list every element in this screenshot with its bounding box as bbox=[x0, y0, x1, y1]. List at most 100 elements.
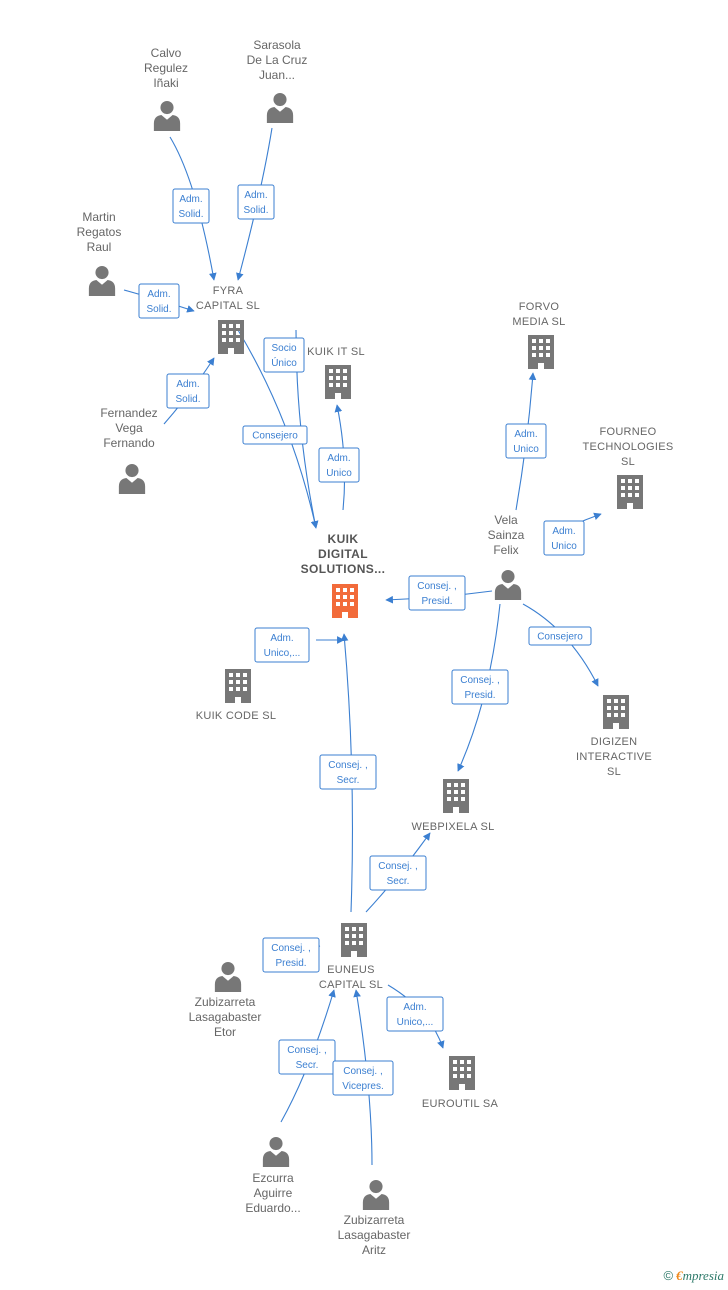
node-label[interactable]: Ezcurra bbox=[252, 1171, 294, 1185]
node-label[interactable]: CAPITAL SL bbox=[196, 300, 260, 312]
edge-label-box[interactable] bbox=[408, 575, 466, 611]
edge-label-box[interactable] bbox=[138, 283, 180, 319]
node-label[interactable]: Vega bbox=[115, 421, 143, 435]
company-icon[interactable] bbox=[325, 365, 351, 399]
node-label[interactable]: Felix bbox=[493, 543, 518, 557]
person-icon[interactable] bbox=[118, 463, 146, 494]
node-label[interactable]: SL bbox=[607, 766, 621, 778]
node-euroutil[interactable]: EUROUTIL SA bbox=[422, 1056, 499, 1110]
main-company-icon[interactable] bbox=[332, 584, 358, 618]
node-label[interactable]: Fernandez bbox=[100, 406, 157, 420]
company-icon[interactable] bbox=[617, 475, 643, 509]
edge-label-box[interactable] bbox=[451, 669, 509, 705]
node-label[interactable]: KUIK CODE SL bbox=[196, 710, 277, 722]
person-icon[interactable] bbox=[362, 1179, 390, 1210]
node-label[interactable]: KUIK bbox=[328, 532, 359, 546]
person-icon[interactable] bbox=[266, 92, 294, 123]
person-icon[interactable] bbox=[262, 1136, 290, 1167]
company-icon[interactable] bbox=[225, 669, 251, 703]
node-label[interactable]: DIGIZEN bbox=[591, 736, 638, 748]
node-label[interactable]: INTERACTIVE bbox=[576, 751, 652, 763]
node-label[interactable]: Aritz bbox=[362, 1243, 386, 1257]
node-label[interactable]: MEDIA SL bbox=[512, 316, 565, 328]
edge-label-box[interactable] bbox=[528, 626, 592, 646]
node-label[interactable]: EUROUTIL SA bbox=[422, 1098, 499, 1110]
node-ezcurra[interactable]: EzcurraAguirreEduardo... bbox=[245, 1136, 301, 1215]
node-label[interactable]: Calvo bbox=[151, 46, 182, 60]
node-label[interactable]: Juan... bbox=[259, 68, 295, 82]
node-euneus[interactable]: EUNEUS CAPITAL SL bbox=[319, 923, 383, 991]
edge-label-box[interactable] bbox=[278, 1039, 336, 1075]
edge-label-box[interactable] bbox=[172, 188, 210, 224]
company-icon[interactable] bbox=[603, 695, 629, 729]
edge-label-box[interactable] bbox=[332, 1060, 394, 1096]
node-digizen[interactable]: DIGIZEN INTERACTIVE SL bbox=[576, 695, 652, 778]
node-label[interactable]: SOLUTIONS... bbox=[301, 562, 386, 576]
node-label[interactable]: EUNEUS bbox=[327, 964, 375, 976]
node-label[interactable]: Zubizarreta bbox=[195, 995, 256, 1009]
person-icon[interactable] bbox=[214, 961, 242, 992]
node-label[interactable]: Lasagabaster bbox=[338, 1228, 411, 1242]
node-label[interactable]: WEBPIXELA SL bbox=[411, 821, 494, 833]
edge-label-box[interactable] bbox=[318, 447, 360, 483]
node-fourneo[interactable]: FOURNEO TECHNOLOGIES SL bbox=[582, 426, 673, 509]
node-label[interactable]: Regulez bbox=[144, 61, 188, 75]
edge-label-box[interactable] bbox=[263, 337, 305, 373]
edge-label-box[interactable] bbox=[369, 855, 427, 891]
node-label[interactable]: FOURNEO bbox=[599, 426, 656, 438]
node-label[interactable]: De La Cruz bbox=[247, 53, 308, 67]
edge-label-box[interactable] bbox=[242, 425, 308, 445]
person-icon[interactable] bbox=[88, 265, 116, 296]
node-fyra[interactable]: FYRA CAPITAL SL bbox=[196, 285, 260, 354]
node-label[interactable]: Etor bbox=[214, 1025, 236, 1039]
company-icon[interactable] bbox=[218, 320, 244, 354]
node-forvo[interactable]: FORVO MEDIA SL bbox=[512, 301, 565, 369]
edge-label-box[interactable] bbox=[386, 996, 444, 1032]
person-icon[interactable] bbox=[494, 569, 522, 600]
edge-label-text: Secr. bbox=[387, 876, 410, 887]
edge-label-box[interactable] bbox=[237, 184, 275, 220]
node-kuikcode[interactable]: KUIK CODE SL bbox=[196, 669, 277, 722]
company-icon[interactable] bbox=[443, 779, 469, 813]
node-label[interactable]: DIGITAL bbox=[318, 547, 368, 561]
edge-label-box[interactable] bbox=[505, 423, 547, 459]
company-icon[interactable] bbox=[449, 1056, 475, 1090]
node-label[interactable]: Lasagabaster bbox=[189, 1010, 262, 1024]
node-kuikdigital[interactable]: KUIKDIGITALSOLUTIONS... bbox=[301, 532, 386, 618]
node-label[interactable]: Vela bbox=[494, 513, 518, 527]
edge-label-box[interactable] bbox=[319, 754, 377, 790]
node-label[interactable]: SL bbox=[621, 456, 635, 468]
node-label[interactable]: Martin bbox=[82, 210, 115, 224]
edge-label-box[interactable] bbox=[262, 937, 320, 973]
node-label[interactable]: KUIK IT SL bbox=[307, 346, 365, 358]
company-icon[interactable] bbox=[528, 335, 554, 369]
node-label[interactable]: Aguirre bbox=[254, 1186, 293, 1200]
edge-label-box[interactable] bbox=[254, 627, 310, 663]
node-label[interactable]: FORVO bbox=[519, 301, 560, 313]
node-label[interactable]: CAPITAL SL bbox=[319, 979, 383, 991]
company-icon[interactable] bbox=[341, 923, 367, 957]
node-label[interactable]: Zubizarreta bbox=[344, 1213, 405, 1227]
edge-label-box[interactable] bbox=[166, 373, 210, 409]
node-kuikit[interactable]: KUIK IT SL bbox=[307, 346, 365, 399]
node-label[interactable]: TECHNOLOGIES bbox=[582, 441, 673, 453]
edge-label-text: Consej. , bbox=[417, 581, 456, 592]
node-label[interactable]: Sainza bbox=[488, 528, 525, 542]
node-webpixela[interactable]: WEBPIXELA SL bbox=[411, 779, 494, 833]
node-label[interactable]: Regatos bbox=[77, 225, 122, 239]
node-label[interactable]: FYRA bbox=[213, 285, 244, 297]
node-label[interactable]: Iñaki bbox=[153, 76, 178, 90]
node-label[interactable]: Fernando bbox=[103, 436, 155, 450]
person-icon[interactable] bbox=[153, 100, 181, 131]
edge-label-box[interactable] bbox=[543, 520, 585, 556]
node-label[interactable]: Eduardo... bbox=[245, 1201, 300, 1215]
node-label[interactable]: Sarasola bbox=[253, 38, 301, 52]
node-label[interactable]: Raul bbox=[87, 240, 112, 254]
